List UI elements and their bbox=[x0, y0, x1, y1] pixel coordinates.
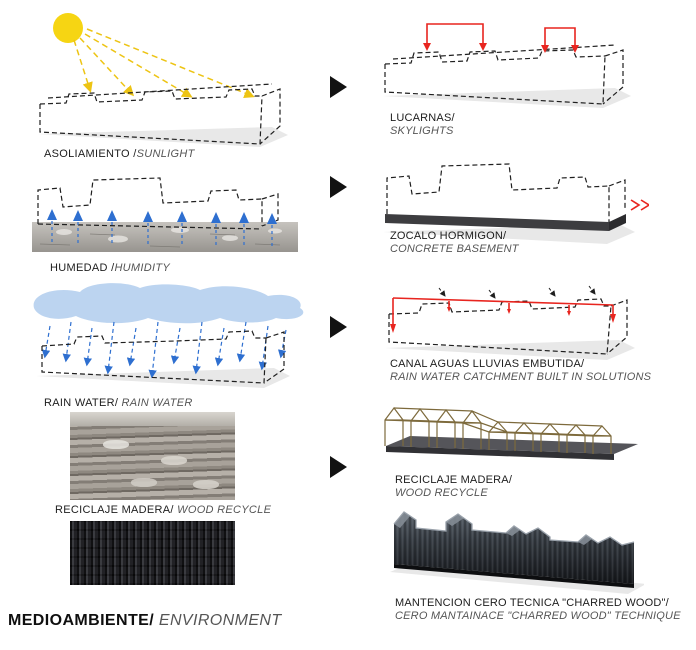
building-outline bbox=[39, 83, 281, 145]
sunlight-sketch bbox=[38, 13, 288, 147]
label-wood-recycle: RECICLAJE MADERA/ WOOD RECYCLE bbox=[55, 504, 271, 516]
label-skylights: LUCARNAS/ SKYLIGHTS bbox=[390, 112, 455, 138]
label-humidity: HUMEDAD /HUMIDITY bbox=[50, 262, 170, 274]
label-humidity-primary: HUMEDAD / bbox=[50, 262, 115, 274]
ground-speckles bbox=[39, 233, 281, 248]
sun-rays bbox=[73, 28, 255, 99]
vent-arrow-icon bbox=[630, 199, 649, 211]
moisture-arrow-stems bbox=[51, 221, 273, 249]
label-rain-catchment: CANAL AGUAS LLUVIAS EMBUTIDA/ RAIN WATER… bbox=[390, 358, 651, 384]
diagram-title-primary: MEDIOAMBIENTE/ bbox=[8, 612, 155, 629]
diagram-title-secondary: ENVIRONMENT bbox=[154, 612, 282, 629]
flow-arrow-icon bbox=[330, 456, 347, 478]
label-sunlight-primary: ASOLIAMIENTO / bbox=[44, 148, 137, 160]
timber-frames bbox=[384, 407, 612, 454]
label-charred-wood-secondary: CERO MANTAINACE "CHARRED WOOD" TECHNIQUE bbox=[395, 610, 681, 622]
skylight-red-brackets bbox=[423, 23, 579, 53]
concrete-base-strip bbox=[385, 214, 626, 231]
label-wood-recycle-right-primary: RECICLAJE MADERA/ bbox=[395, 474, 513, 486]
label-concrete-basement-primary: ZOCALO HORMIGON/ bbox=[390, 230, 507, 242]
diagram-title: MEDIOAMBIENTE/ ENVIRONMENT bbox=[8, 612, 282, 630]
base-line bbox=[394, 564, 634, 588]
wood-stack-photo bbox=[70, 412, 235, 500]
label-concrete-basement: ZOCALO HORMIGON/ CONCRETE BASEMENT bbox=[390, 230, 519, 256]
moisture-up-arrows bbox=[47, 209, 277, 224]
timber-frame-render bbox=[384, 407, 638, 460]
label-rain-catchment-secondary: RAIN WATER CATCHMENT BUILT IN SOLUTIONS bbox=[390, 371, 652, 383]
base-platform bbox=[386, 436, 638, 460]
label-sunlight-secondary: SUNLIGHT bbox=[136, 148, 195, 160]
building-outline bbox=[41, 330, 285, 384]
ground-shadow bbox=[385, 340, 635, 360]
charred-building-render bbox=[390, 511, 644, 594]
ground-snow-patches bbox=[56, 227, 282, 243]
roof-flow-arrows bbox=[438, 285, 596, 299]
label-humidity-secondary: HUMIDITY bbox=[114, 262, 171, 274]
label-rain-catchment-primary: CANAL AGUAS LLUVIAS EMBUTIDA/ bbox=[390, 358, 585, 370]
label-wood-recycle-secondary: WOOD RECYCLE bbox=[177, 504, 272, 516]
flow-arrow-icon bbox=[330, 76, 347, 98]
label-concrete-basement-secondary: CONCRETE BASEMENT bbox=[390, 243, 519, 255]
humidity-sketch bbox=[32, 177, 298, 252]
building-outline bbox=[386, 163, 626, 222]
flow-arrow-icon bbox=[330, 316, 347, 338]
label-wood-recycle-primary: RECICLAJE MADERA/ bbox=[55, 504, 178, 516]
ground-shadow bbox=[383, 88, 631, 108]
label-wood-recycle-right: RECICLAJE MADERA/ WOOD RECYCLE bbox=[395, 474, 512, 500]
label-charred-wood-primary: MANTENCION CERO TECNICA "CHARRED WOOD"/ bbox=[395, 597, 669, 609]
skylights-sketch bbox=[383, 23, 631, 108]
charred-wood-photo bbox=[70, 521, 235, 585]
label-sunlight: ASOLIAMIENTO /SUNLIGHT bbox=[44, 148, 195, 160]
label-charred-wood: MANTENCION CERO TECNICA "CHARRED WOOD"/ … bbox=[395, 597, 681, 623]
gutter-red-line bbox=[390, 297, 616, 333]
rain-arrows bbox=[41, 321, 287, 379]
flow-arrow-icon bbox=[330, 176, 347, 198]
sun-icon bbox=[53, 13, 83, 43]
building-outline bbox=[384, 44, 624, 105]
ground-shadow bbox=[38, 127, 288, 147]
rain-water-sketch bbox=[33, 283, 304, 388]
label-skylights-secondary: SKYLIGHTS bbox=[390, 125, 454, 137]
ground-photo bbox=[32, 222, 298, 252]
label-rain-water-secondary: RAIN WATER bbox=[121, 397, 193, 409]
label-rain-water-primary: RAIN WATER/ bbox=[44, 397, 122, 409]
roof-facets bbox=[394, 512, 592, 545]
cloud-icon bbox=[33, 283, 304, 324]
concrete-basement-sketch bbox=[383, 163, 649, 244]
label-rain-water: RAIN WATER/ RAIN WATER bbox=[44, 397, 193, 409]
label-skylights-primary: LUCARNAS/ bbox=[390, 112, 455, 124]
label-wood-recycle-right-secondary: WOOD RECYCLE bbox=[395, 487, 488, 499]
rain-catchment-sketch bbox=[385, 285, 635, 360]
roof-edge-highlight bbox=[393, 511, 635, 546]
